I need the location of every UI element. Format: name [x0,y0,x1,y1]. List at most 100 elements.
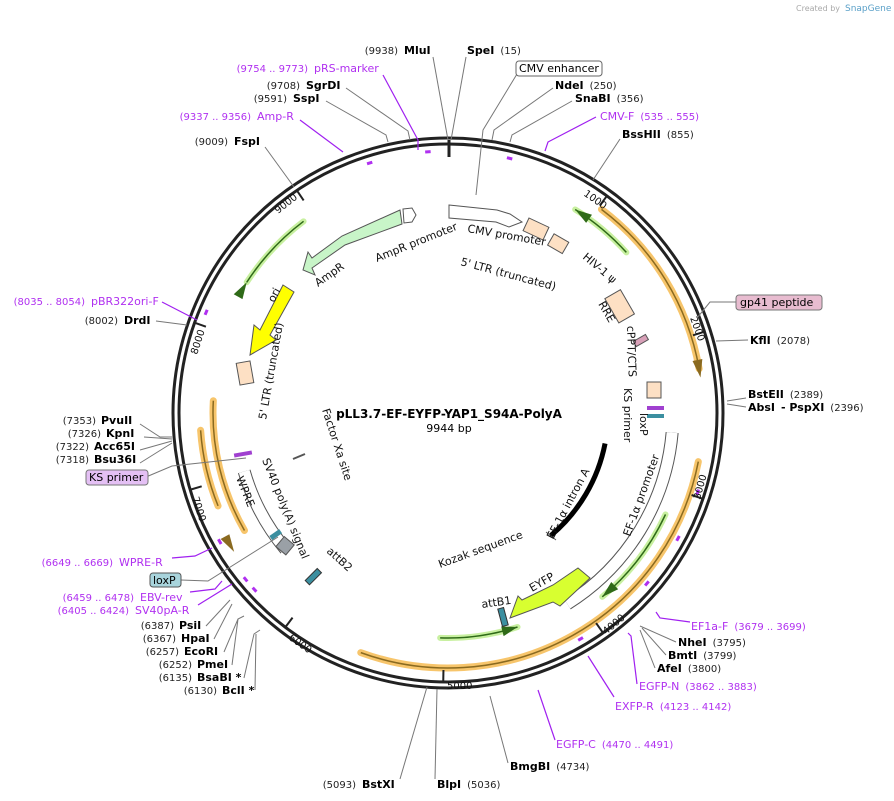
enzyme-pvuii[interactable]: PvuII [101,414,132,427]
primer-wpre-r[interactable]: WPRE-R [119,556,163,569]
enzyme-acc65i[interactable]: Acc65I [94,440,135,453]
attb2-box[interactable] [304,567,323,586]
enzyme-pos: (9591) [254,94,287,105]
enzyme-pos: (3800) [688,664,721,675]
ef1a-promoter-fill [564,432,678,609]
primer-site-mark [506,156,513,161]
primer-exfp-r[interactable]: EXFP-R [615,700,654,713]
primer-pbr322ori-f[interactable]: pBR322ori-F [91,295,159,308]
enzyme-bsabi[interactable]: BsaBI * [197,671,242,684]
enzyme-bsu36i[interactable]: Bsu36I [94,453,136,466]
arrow-head-icon [233,282,247,300]
primer-range: (4123 .. 4142) [660,702,732,713]
loxp-box[interactable] [149,572,182,588]
enzyme-nhei[interactable]: NheI [678,636,707,649]
enzyme-pmei[interactable]: PmeI [197,658,228,671]
primer-site-mark [217,538,223,545]
enzyme-kfli[interactable]: KflI [750,334,771,347]
eyfp-arrow[interactable] [509,567,591,619]
green-arc [246,220,305,283]
primer-range: (3862 .. 3883) [685,682,757,693]
ltr-box-2[interactable] [646,381,662,399]
enzyme-pspxi[interactable]: - PspXI [781,401,824,414]
rre-box[interactable] [604,289,636,324]
enzyme-pos: (7318) [56,455,89,466]
enzyme-ndei[interactable]: NdeI [555,79,584,92]
enzyme-sspi[interactable]: SspI [293,92,319,105]
cmv-promoter-arrow[interactable] [448,204,524,228]
enzyme-hpai[interactable]: HpaI [181,632,210,645]
enzyme-bcli[interactable]: BclI * [222,684,255,697]
label-loxp-box: loxP [153,574,176,587]
enzyme-mlui[interactable]: MluI [404,44,431,57]
gp41-peptide-box[interactable] [735,294,823,311]
enzyme-ecori[interactable]: EcoRI [184,645,218,658]
ampr-arrow[interactable] [302,209,403,276]
enzyme-sgrdi[interactable]: SgrDI [306,79,340,92]
ampr-promoter-arrow[interactable] [402,207,417,224]
tick-mark [692,330,705,337]
enzyme-absi[interactable]: AbsI [748,401,775,414]
primer-amp-r[interactable]: Amp-R [257,110,294,123]
enzyme-blpi[interactable]: BlpI [437,778,461,791]
primer-range: (4470 .. 4491) [602,740,674,751]
sv40-polya-mark[interactable] [233,450,253,458]
enzyme-snabi[interactable]: SnaBI [575,92,611,105]
primer-range: (6405 .. 6424) [58,606,130,617]
label-gp41-peptide: gp41 peptide [740,296,814,309]
label-ks-primer-box: KS primer [89,471,144,484]
ltr-truncated-box[interactable] [235,360,255,386]
tick-mark [194,321,207,328]
enzyme-labels: (9938)MluI SpeI(15) (9708)SgrDI NdeI(250… [56,44,864,791]
enzyme-bstxi[interactable]: BstXI [362,778,395,791]
ori-arrow[interactable] [249,284,295,356]
loxp-mark-2[interactable] [269,529,283,541]
gray-square-feature[interactable] [275,535,295,556]
enzyme-fspi[interactable]: FspI [234,135,260,148]
label-cmv-enhancer: CMV enhancer [519,62,599,75]
highlight-arc-core [212,400,246,531]
ks-primer-box[interactable] [85,469,149,486]
primer-ef1a-f[interactable]: EF1a-F [691,620,728,633]
attb1-box[interactable] [497,606,509,628]
leader-lines [139,56,749,780]
primer-egfp-c[interactable]: EGFP-C [556,738,596,751]
enzyme-afei[interactable]: AfeI [657,662,682,675]
primer-prs-marker[interactable]: pRS-marker [314,62,379,75]
loxp-mark[interactable] [647,414,664,418]
arrow-head-icon [602,582,619,597]
enzyme-pos: (2389) [790,390,823,401]
cmv-enhancer-box[interactable] [515,60,603,77]
primer-range: (6459 .. 6478) [63,593,135,604]
plasmid-name: pLL3.7-EF-EYFP-YAP1_S94A-PolyA [336,407,563,422]
label-cppt-cts: cPPT/CTS [624,326,639,378]
highlight-arc [597,205,703,373]
primer-cmv-f[interactable]: CMV-F [600,110,634,123]
enzyme-pos: (6135) [159,673,192,684]
enzyme-bsshii[interactable]: BssHII [622,128,661,141]
label-ef1a-intron: EF-1α intron A [544,466,592,542]
enzyme-kpni[interactable]: KpnI [106,427,134,440]
enzyme-pos: (3799) [703,651,736,662]
primer-egfp-n[interactable]: EGFP-N [639,680,679,693]
enzyme-bmgbi[interactable]: BmgBI [510,760,550,773]
primer-ebv-rev[interactable]: EBV-rev [140,591,183,604]
cppt-cts-box[interactable] [632,333,650,348]
enzyme-drdi[interactable]: DrdI [124,314,151,327]
enzyme-spei[interactable]: SpeI [467,44,494,57]
highlight-arc-core [360,461,700,669]
watermark-prefix: Created by [796,4,840,13]
enzyme-bsteii[interactable]: BstEII [748,388,784,401]
primer-sv40pa-r[interactable]: SV40pA-R [135,604,190,617]
ltr-box[interactable] [522,217,550,241]
tick-mark [691,494,704,500]
enzyme-pos: (250) [590,81,617,92]
ks-primer-mark[interactable] [647,406,664,410]
primer-site-mark [366,160,373,166]
hiv-psi-box[interactable] [546,233,570,255]
primer-range: (8035 .. 8054) [14,297,86,308]
enzyme-pos: (4734) [556,762,589,773]
enzyme-bmti[interactable]: BmtI [668,649,697,662]
enzyme-psii[interactable]: PsiI [179,619,201,632]
